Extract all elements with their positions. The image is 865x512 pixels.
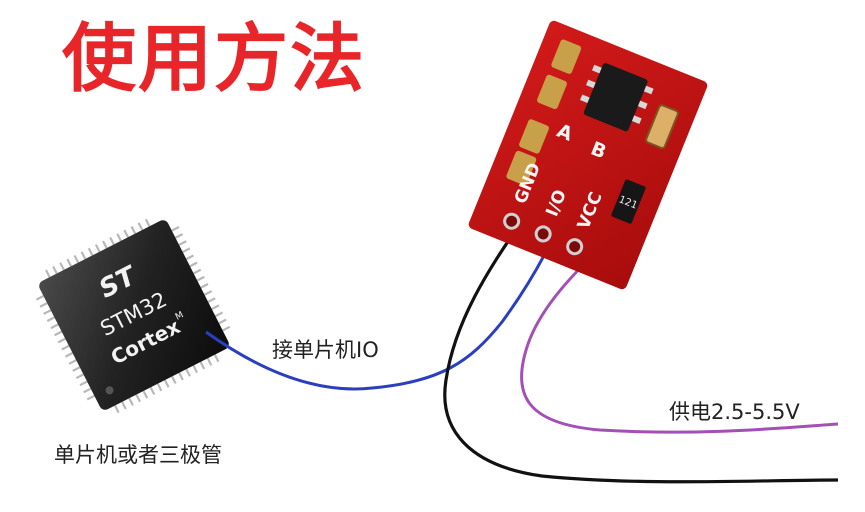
wire-gnd (443, 227, 839, 484)
touch-module: 121 A B GND I/O VCC (468, 20, 708, 290)
module-header-holes (503, 212, 584, 256)
chip-body (39, 220, 229, 410)
chip-pin1-dot (105, 386, 114, 395)
chip-pins (35, 218, 231, 414)
module-pads (506, 39, 582, 186)
stm32-chip: ST STM32 Cortex M (35, 218, 231, 414)
led-component (645, 104, 679, 150)
chip-core-suffix: M (174, 310, 185, 322)
resistor-component (611, 179, 646, 224)
ic-chip (583, 63, 648, 132)
io-wire-label: 接单片机IO (272, 338, 379, 362)
wire-io (205, 243, 552, 391)
wire-vcc (520, 256, 839, 434)
power-wire-label: 供电2.5-5.5V (669, 400, 800, 424)
page-title: 使用方法 (62, 16, 366, 102)
mcu-label: 单片机或者三极管 (54, 443, 222, 467)
ic-pins (580, 64, 654, 124)
